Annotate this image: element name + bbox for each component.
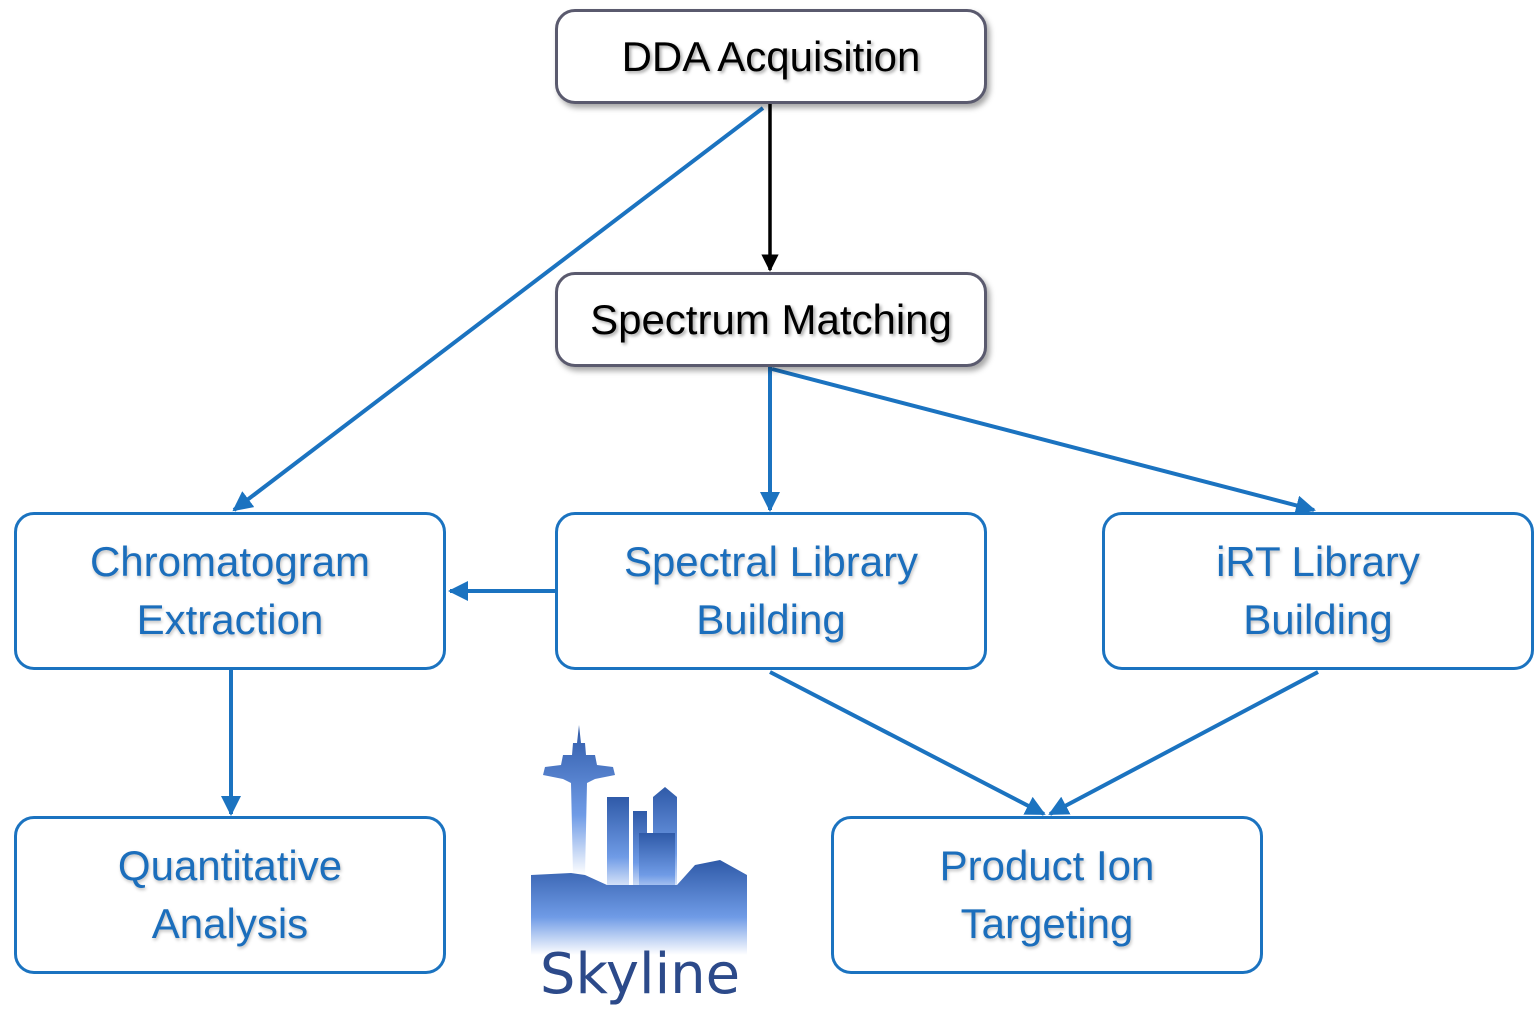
- irt-library-building-node: iRT Library Building: [1102, 512, 1534, 670]
- spectrum-matching-label: Spectrum Matching: [590, 295, 952, 343]
- irt-library-building-label: iRT Library Building: [1216, 538, 1420, 643]
- edge-spectrum-matching-to-irt-library: [771, 367, 1316, 516]
- product-ion-targeting-node: Product Ion Targeting: [831, 816, 1263, 974]
- edge-spectral-library-to-product-ion-targeting: [769, 670, 1046, 816]
- product-ion-targeting-label: Product Ion Targeting: [939, 842, 1155, 947]
- chromatogram-extraction-label: Chromatogram Extraction: [89, 538, 371, 643]
- edge-dda-to-chromatogram-extraction: [232, 106, 765, 512]
- edge-irt-library-to-product-ion-targeting: [1048, 670, 1319, 816]
- skyline-logo-text: Skyline: [539, 942, 741, 1007]
- spectral-library-building-node: Spectral Library Building: [555, 512, 987, 670]
- dda-acquisition-label: DDA Acquisition: [621, 32, 921, 80]
- quantitative-analysis-label: Quantitative Analysis: [117, 842, 343, 947]
- chromatogram-extraction-node: Chromatogram Extraction: [14, 512, 446, 670]
- spectral-library-building-label: Spectral Library Building: [623, 538, 919, 643]
- seattle-skyline-icon: [531, 725, 747, 955]
- dda-acquisition-node: DDA Acquisition: [555, 9, 987, 104]
- quantitative-analysis-node: Quantitative Analysis: [14, 816, 446, 974]
- spectrum-matching-node: Spectrum Matching: [555, 272, 987, 367]
